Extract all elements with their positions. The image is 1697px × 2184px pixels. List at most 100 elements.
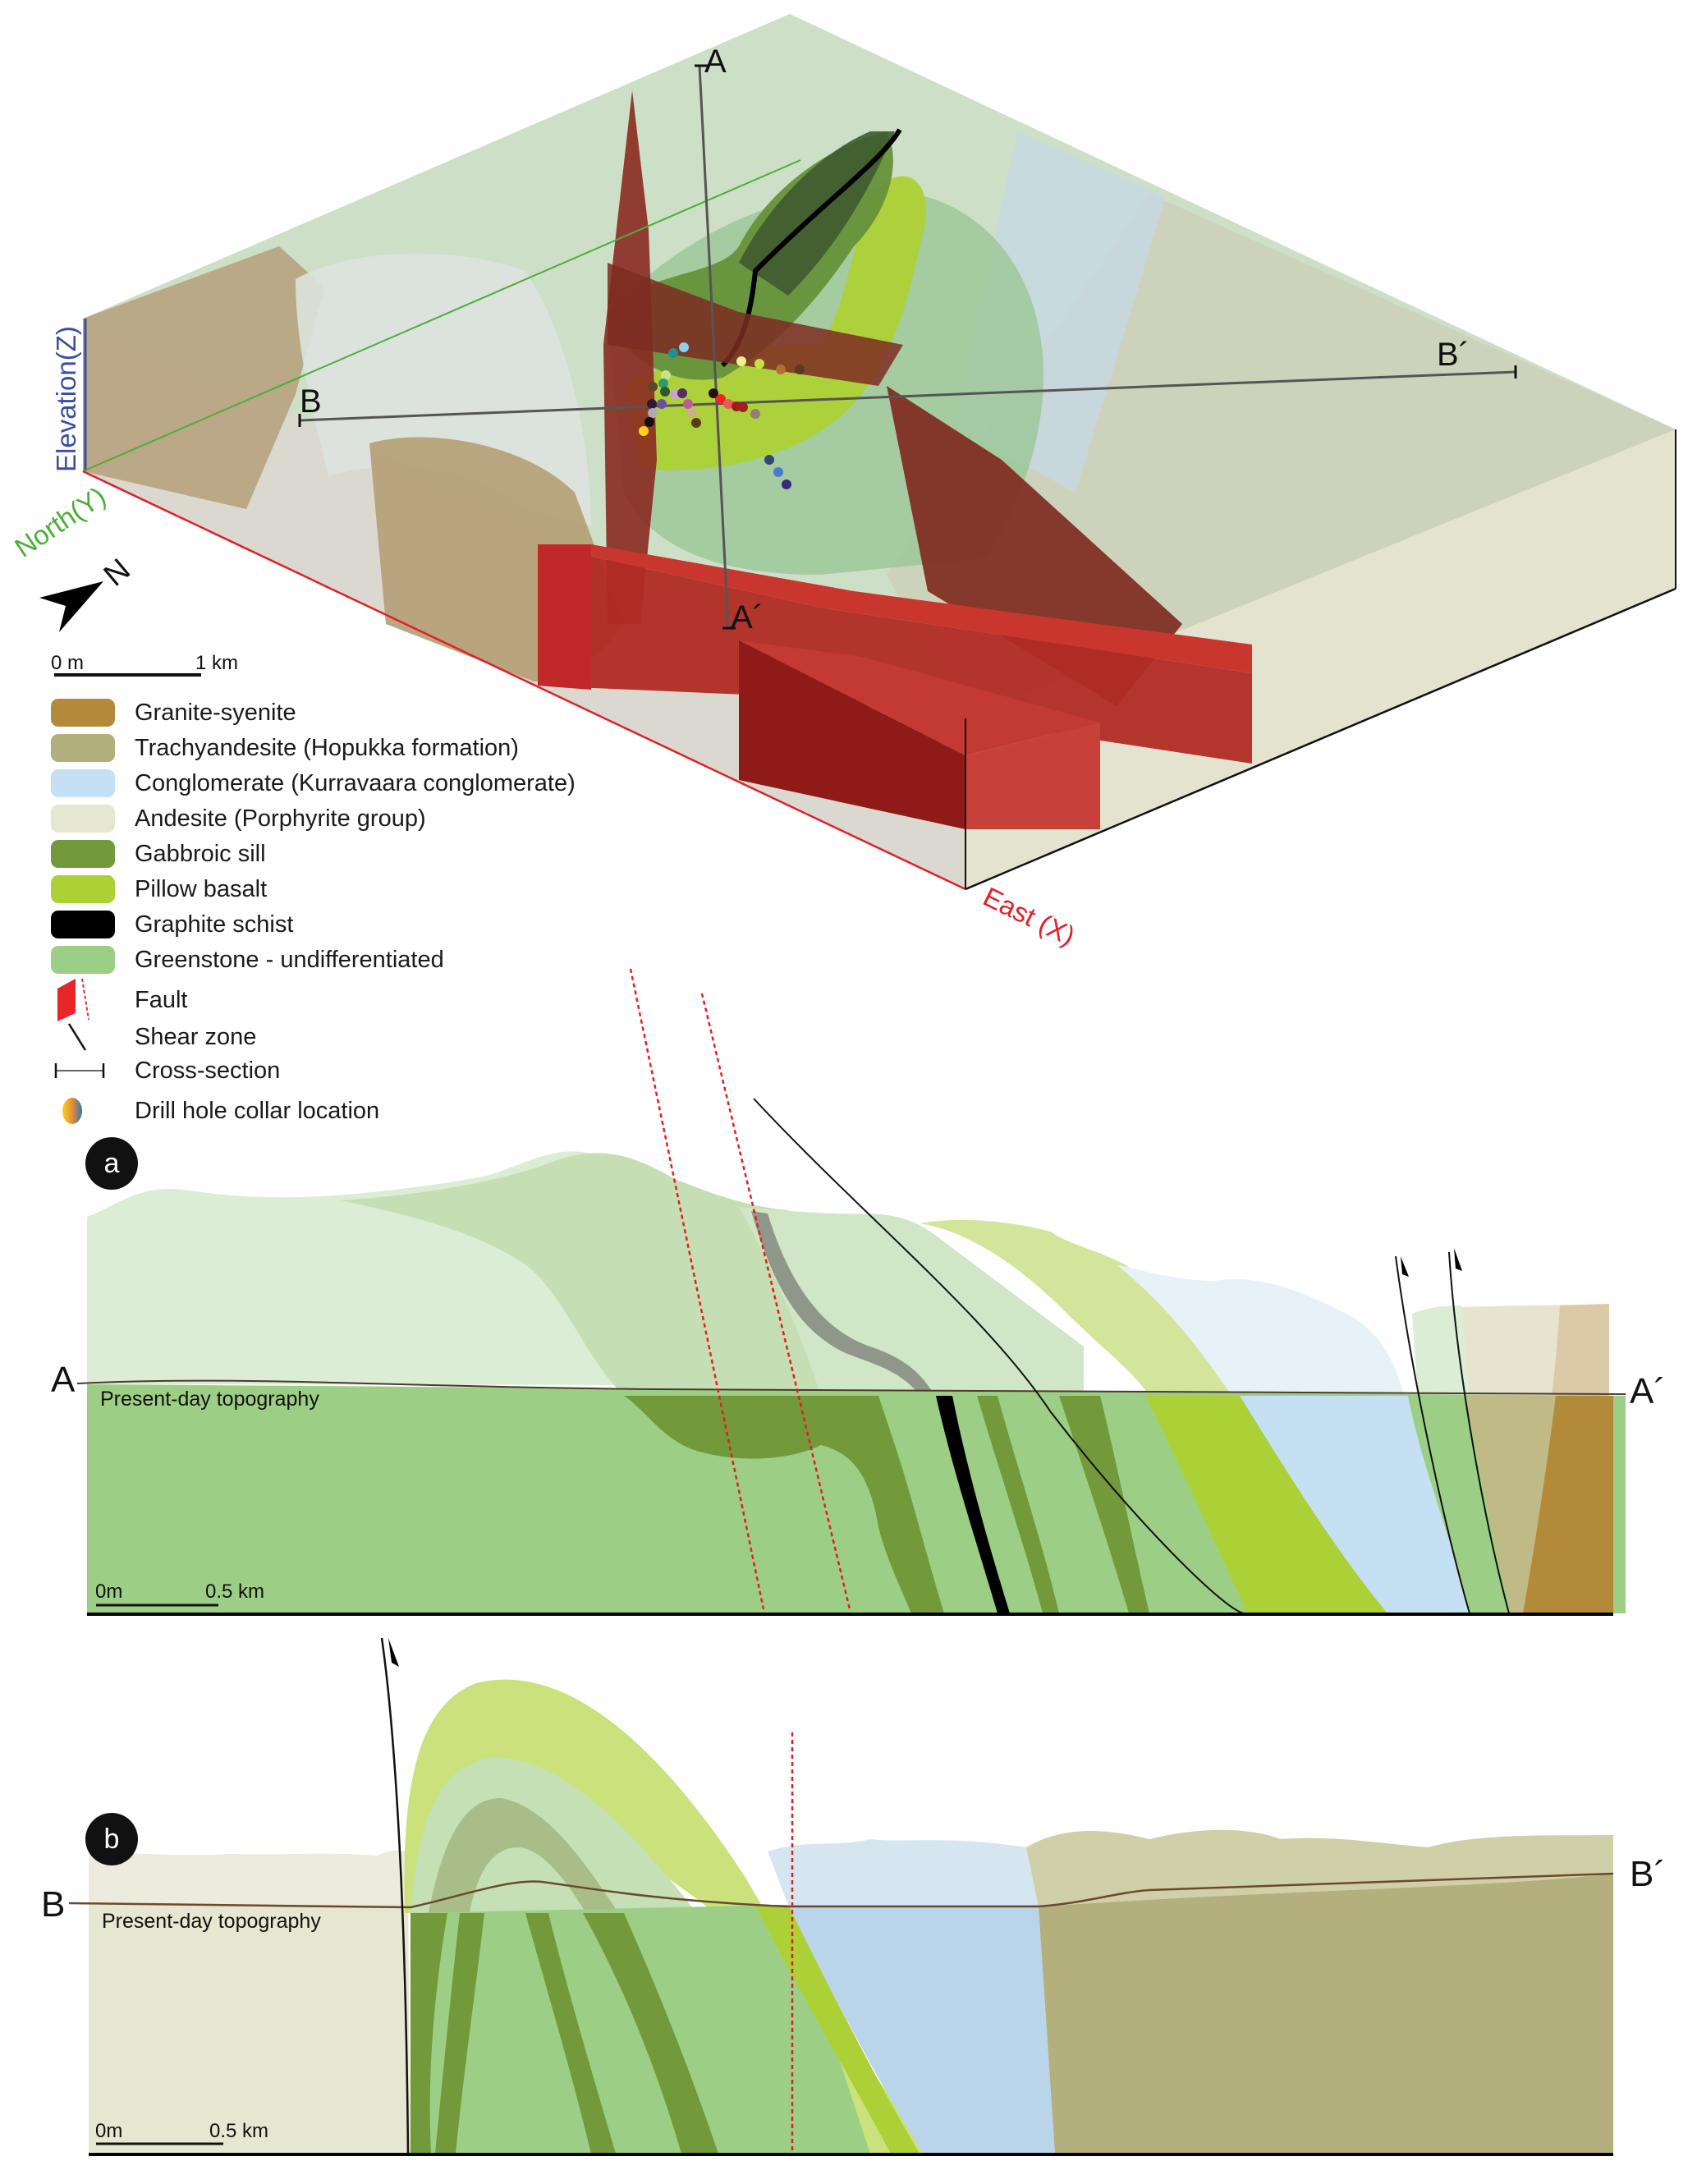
axis-elevation-label: Elevation(Z) <box>51 326 81 472</box>
legend-swatch <box>51 875 115 903</box>
drill-collar-marker[interactable] <box>687 408 697 418</box>
section-a-thrust-2[interactable] <box>1448 1251 1510 1614</box>
thrust-arrow-icon <box>1454 1248 1462 1271</box>
drill-collar-marker[interactable] <box>670 389 680 399</box>
section-b-pillow-basalt <box>755 1905 920 2154</box>
legend-swatch <box>51 734 115 762</box>
drill-collar-marker[interactable] <box>750 409 760 419</box>
section-a-graphite-schist <box>936 1396 1010 1613</box>
drill-collar-marker[interactable] <box>647 399 657 409</box>
granite-body-left <box>83 246 324 509</box>
drill-collar-marker[interactable] <box>795 365 805 374</box>
block-front-face <box>965 429 1676 889</box>
section-b-thrust[interactable] <box>380 1637 410 2154</box>
drill-collar-marker[interactable] <box>773 467 783 477</box>
drill-collar-marker[interactable] <box>716 394 726 404</box>
section-a-eroded-conglomerate <box>1117 1264 1404 1396</box>
drill-collar-marker[interactable] <box>677 388 687 398</box>
legend-label: Shear zone <box>135 1023 257 1050</box>
axis-north-label: North(Y) <box>9 480 111 562</box>
fault-box-top <box>739 640 1100 755</box>
section-a-fault-dashed-2[interactable] <box>700 993 851 1610</box>
legend-label: Greenstone - undifferentiated <box>135 946 444 973</box>
section-a-greenstone-thrust <box>1420 1396 1511 1613</box>
legend-item: Pillow basalt <box>51 873 267 906</box>
section-a-shear-zone[interactable] <box>753 1098 1245 1614</box>
section-a-eroded-greenstone-right <box>1412 1305 1470 1396</box>
drill-collar-marker[interactable] <box>679 342 689 352</box>
section-a-thrust-1[interactable] <box>1395 1255 1470 1614</box>
section-b-badge: b <box>85 1813 138 1865</box>
north-arrow-letter: N <box>98 553 137 594</box>
section-b-scale-start: 0m <box>95 2120 123 2142</box>
legend-item-cross-section: Cross-section <box>51 1054 280 1087</box>
block-model-3d: N Elevation(Z) North(Y) East (X) A A´ B … <box>9 14 1676 952</box>
legend-swatch <box>51 699 115 727</box>
section-b-conglomerate-eroded <box>768 1839 1039 1905</box>
legend-swatch <box>51 840 115 868</box>
section-a-eroded-graphite <box>751 1211 936 1396</box>
thrust-arrow-icon <box>1401 1256 1409 1277</box>
axis-east-line <box>82 470 966 891</box>
section-b-gabbro-outer-right <box>583 1913 718 2154</box>
drill-collar-marker[interactable] <box>658 379 668 388</box>
legend-label: Granite-syenite <box>135 699 296 726</box>
section-a-granite <box>1523 1396 1613 1613</box>
drill-collar-marker[interactable] <box>683 399 693 409</box>
legend-swatch <box>51 911 115 938</box>
section-a-start-label: A <box>704 44 727 80</box>
section-b-scale-end: 0.5 km <box>209 2120 269 2142</box>
drill-collar-marker[interactable] <box>648 408 658 418</box>
axis-north-line <box>82 159 801 472</box>
drill-collar-marker[interactable] <box>723 399 733 409</box>
legend-item: Conglomerate (Kurravaara conglomerate) <box>51 767 576 800</box>
section-a-fault-dashed-1[interactable] <box>629 968 765 1610</box>
fault-plane-vertical <box>603 90 657 624</box>
section-line-b[interactable] <box>299 370 1516 422</box>
section-line-a[interactable] <box>698 65 730 629</box>
drill-collar-marker[interactable] <box>776 365 786 374</box>
section-a-gabbro-upper <box>624 1396 944 1613</box>
legend-item: Trachyandesite (Hopukka formation) <box>51 732 519 764</box>
legend-label: Pillow basalt <box>135 875 268 902</box>
drill-collar-marker[interactable] <box>782 479 791 489</box>
legend-label: Graphite schist <box>135 911 294 938</box>
drill-collar-marker[interactable] <box>764 455 774 465</box>
fault-plane-front-top <box>538 544 1252 673</box>
drill-collar-marker[interactable] <box>754 359 764 369</box>
section-b-fold-gabbro-ghost <box>427 1798 624 1921</box>
drill-collar-marker[interactable] <box>691 418 701 428</box>
drill-collar-marker[interactable] <box>657 399 667 409</box>
section-a-eroded-greenstone-light <box>87 1151 739 1385</box>
legend-label: Trachyandesite (Hopukka formation) <box>135 734 519 761</box>
drill-collar-marker[interactable] <box>661 370 671 380</box>
drill-collar-marker[interactable] <box>660 387 670 397</box>
drill-collar-marker[interactable] <box>639 426 649 436</box>
section-a-scale-start: 0m <box>95 1581 123 1603</box>
shear-zone-icon <box>67 1023 87 1051</box>
section-b-andesite <box>89 1905 410 2154</box>
thrust-arrow-icon <box>388 1638 399 1667</box>
drill-collar-marker[interactable] <box>648 382 658 392</box>
drill-collar-marker[interactable] <box>668 348 678 358</box>
drill-collar-marker[interactable] <box>738 402 748 412</box>
section-b-end-label: B´ <box>1630 1854 1666 1894</box>
legend-label: Drill hole collar location <box>135 1097 380 1124</box>
section-b-topography-line <box>68 1872 1614 1909</box>
drill-collar-marker[interactable] <box>736 356 746 366</box>
section-a-eroded-andesite <box>1461 1304 1609 1396</box>
section-b-start-label: B <box>41 1884 66 1925</box>
section-a-eroded-pillow <box>920 1219 1240 1396</box>
drill-collar-marker[interactable] <box>709 388 718 398</box>
legend-item-fault: Fault <box>51 978 188 1021</box>
scale-end-label: 1 km <box>195 652 238 674</box>
section-b-greenstone <box>410 1905 870 2154</box>
section-b-conglomerate <box>788 1905 1055 2154</box>
drill-collar-marker[interactable] <box>644 417 654 427</box>
legend-label: Fault <box>135 986 188 1013</box>
fault-box-side <box>965 723 1100 829</box>
section-b-gabbro-outer <box>410 1913 447 2154</box>
legend-swatch <box>51 946 115 974</box>
section-b-topography-label: Present-day topography <box>102 1910 321 1933</box>
axis-east-label: East (X) <box>979 881 1080 952</box>
